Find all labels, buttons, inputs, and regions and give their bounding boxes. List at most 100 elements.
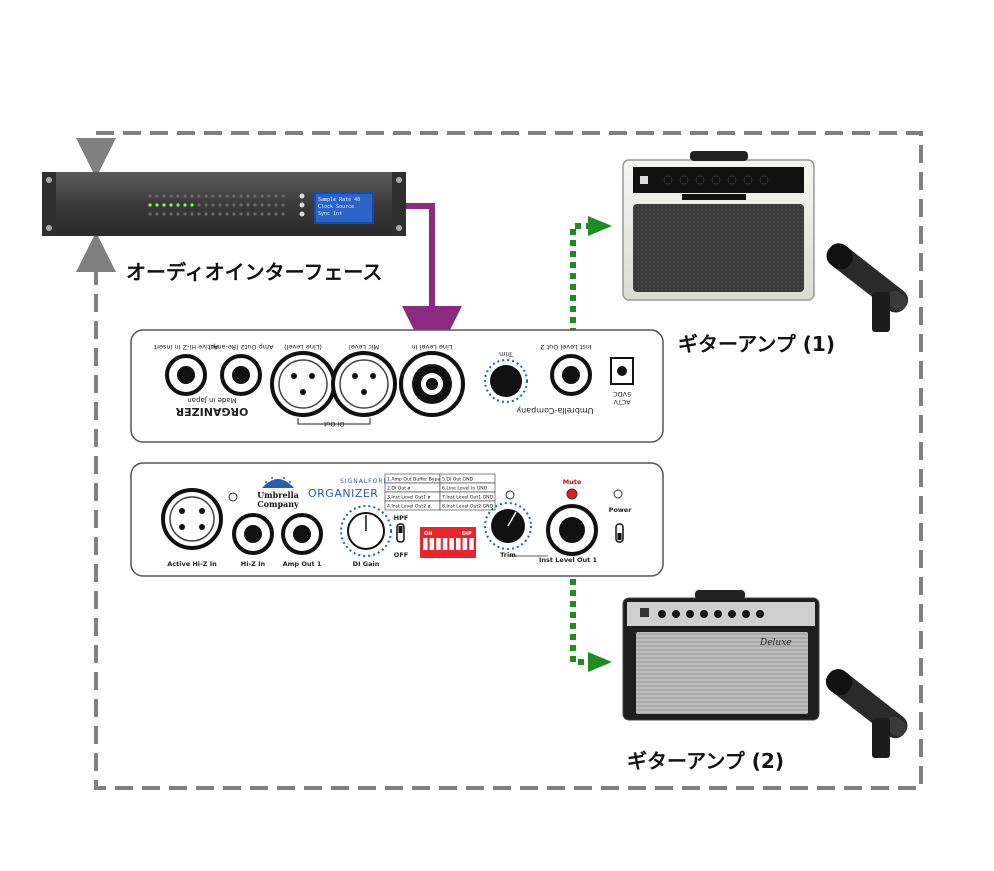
rack-meter-led <box>225 203 229 207</box>
front-led-trim <box>505 490 515 500</box>
rack-meter-led <box>218 212 222 216</box>
rack-meter-led <box>204 212 208 216</box>
rack-meter-led <box>218 203 222 207</box>
svg-text:Clock Source: Clock Source <box>318 204 354 210</box>
organizer-rear-panel: Active Hi-Z In Insert Amp Out2 (Re-amp) … <box>130 329 664 443</box>
rear-label-trim: Trim <box>499 350 514 358</box>
interface-to-line-in-cable <box>402 203 462 366</box>
rack-meter-led <box>232 212 236 216</box>
label-active-hiz-in: Active Hi-Z In <box>167 560 217 568</box>
rack-meter-led <box>183 194 187 198</box>
rack-meter-led <box>239 203 243 207</box>
label-hpf: HPF <box>394 514 409 522</box>
front-xlr-active-hiz <box>161 488 223 550</box>
dip-key <box>469 538 474 550</box>
front-series: SIGNALFORM <box>340 478 390 485</box>
rack-meter-led <box>253 194 257 198</box>
rack-meter-led <box>225 194 229 198</box>
front-jack-hiz-in <box>232 513 274 555</box>
front-jack-amp-out1 <box>281 513 323 555</box>
rack-meter-led <box>218 194 222 198</box>
rack-meter-led <box>246 212 250 216</box>
umbrella-company-logo: Umbrella Company <box>257 477 299 509</box>
rear-brand: Umbrella-Company <box>516 406 593 415</box>
rack-meter-led <box>148 212 152 216</box>
rack-meter-led <box>253 212 257 216</box>
dip-table-text: 7.Inst Level Out1 GND <box>442 495 494 501</box>
label-mute: Mute <box>563 478 582 486</box>
rear-label-5vdc: 5VDC <box>612 390 631 398</box>
dip-switch <box>420 527 476 558</box>
rack-meter-led <box>162 212 166 216</box>
rack-meter-led <box>190 203 194 207</box>
rack-meter-led <box>183 212 187 216</box>
rear-label-inst-out2: Inst Level Out 2 <box>540 343 591 351</box>
di-gain-knob <box>340 505 392 557</box>
guitar-amp-2-label: ギターアンプ (2) <box>627 749 784 773</box>
rack-meter-led <box>274 203 278 207</box>
rack-meter-led <box>246 203 250 207</box>
inst-out1-to-amp2-line <box>570 568 592 665</box>
rack-meter-led <box>190 194 194 198</box>
guitar-amp-1-image <box>622 151 815 301</box>
rack-meter-led <box>183 203 187 207</box>
audio-interface-device: Sample Rate 48 Clock Source Sync Int <box>42 172 406 236</box>
label-inst-level-out1: Inst Level Out 1 <box>539 556 597 564</box>
rack-meter-led <box>197 212 201 216</box>
rack-meter-led <box>162 194 166 198</box>
dip-key <box>429 538 435 550</box>
rack-meter-led <box>253 203 257 207</box>
rack-meter-led <box>162 203 166 207</box>
rear-label-mic-level: Mic Level <box>349 343 379 351</box>
rear-logo: ORGANIZER <box>175 405 248 418</box>
rear-label-actv: ACTV <box>613 398 631 406</box>
rack-meter-led <box>281 212 285 216</box>
rear-label-active-hiz: Active Hi-Z In Insert <box>153 343 218 351</box>
dip-key <box>436 538 441 550</box>
front-logo: ORGANIZER <box>308 487 378 500</box>
microphone-1-image <box>826 243 909 332</box>
rack-meter-led <box>267 194 271 198</box>
hpf-switch <box>396 523 405 543</box>
guitar-amp-2-image: Deluxe <box>622 590 820 721</box>
rack-meter-led <box>239 212 243 216</box>
label-off: OFF <box>394 551 408 559</box>
front-led-active <box>228 492 238 502</box>
rack-meter-led <box>274 194 278 198</box>
amp1-arrowhead <box>588 216 612 236</box>
rack-meter-led <box>197 203 201 207</box>
rear-jack-amp-out2 <box>220 354 262 396</box>
mute-led <box>566 488 578 500</box>
rack-meter-led <box>267 203 271 207</box>
dip-table-text: 3.Inst Level Out1 ø <box>387 495 431 501</box>
rack-meter-led <box>239 194 243 198</box>
rack-meter-led <box>274 212 278 216</box>
dip-table-text: 4.Inst Level Out2 ø <box>387 504 431 510</box>
rear-label-amp-out2: Amp Out2 (Re-amp) <box>208 343 273 351</box>
rear-jack-inst-out2 <box>550 354 592 396</box>
front-trim-knob <box>484 502 532 550</box>
rack-meter-led <box>148 194 152 198</box>
microphone-2-image <box>825 669 908 758</box>
dip-key <box>462 538 468 550</box>
rear-trim-knob <box>484 359 528 403</box>
rack-meter-led <box>232 194 236 198</box>
dip-key <box>456 538 461 550</box>
rack-meter-led <box>267 212 271 216</box>
rack-meter-led <box>204 194 208 198</box>
inst-out2-to-amp1-line <box>570 223 592 345</box>
rack-meter-led <box>211 212 215 216</box>
rack-meter-led <box>211 194 215 198</box>
rack-meter-led <box>232 203 236 207</box>
front-jack-inst-out1 <box>546 504 598 556</box>
rear-jack-active-hiz-insert <box>165 354 207 396</box>
label-trim: Trim <box>500 551 516 559</box>
organizer-front-panel: Umbrella Company SIGNALFORM ORGANIZER 1.… <box>130 462 664 577</box>
rack-meter-led <box>260 203 264 207</box>
rack-meter-led <box>148 203 152 207</box>
rack-meter-led <box>169 212 173 216</box>
rack-meter-led <box>169 203 173 207</box>
svg-text:Company: Company <box>257 499 299 509</box>
